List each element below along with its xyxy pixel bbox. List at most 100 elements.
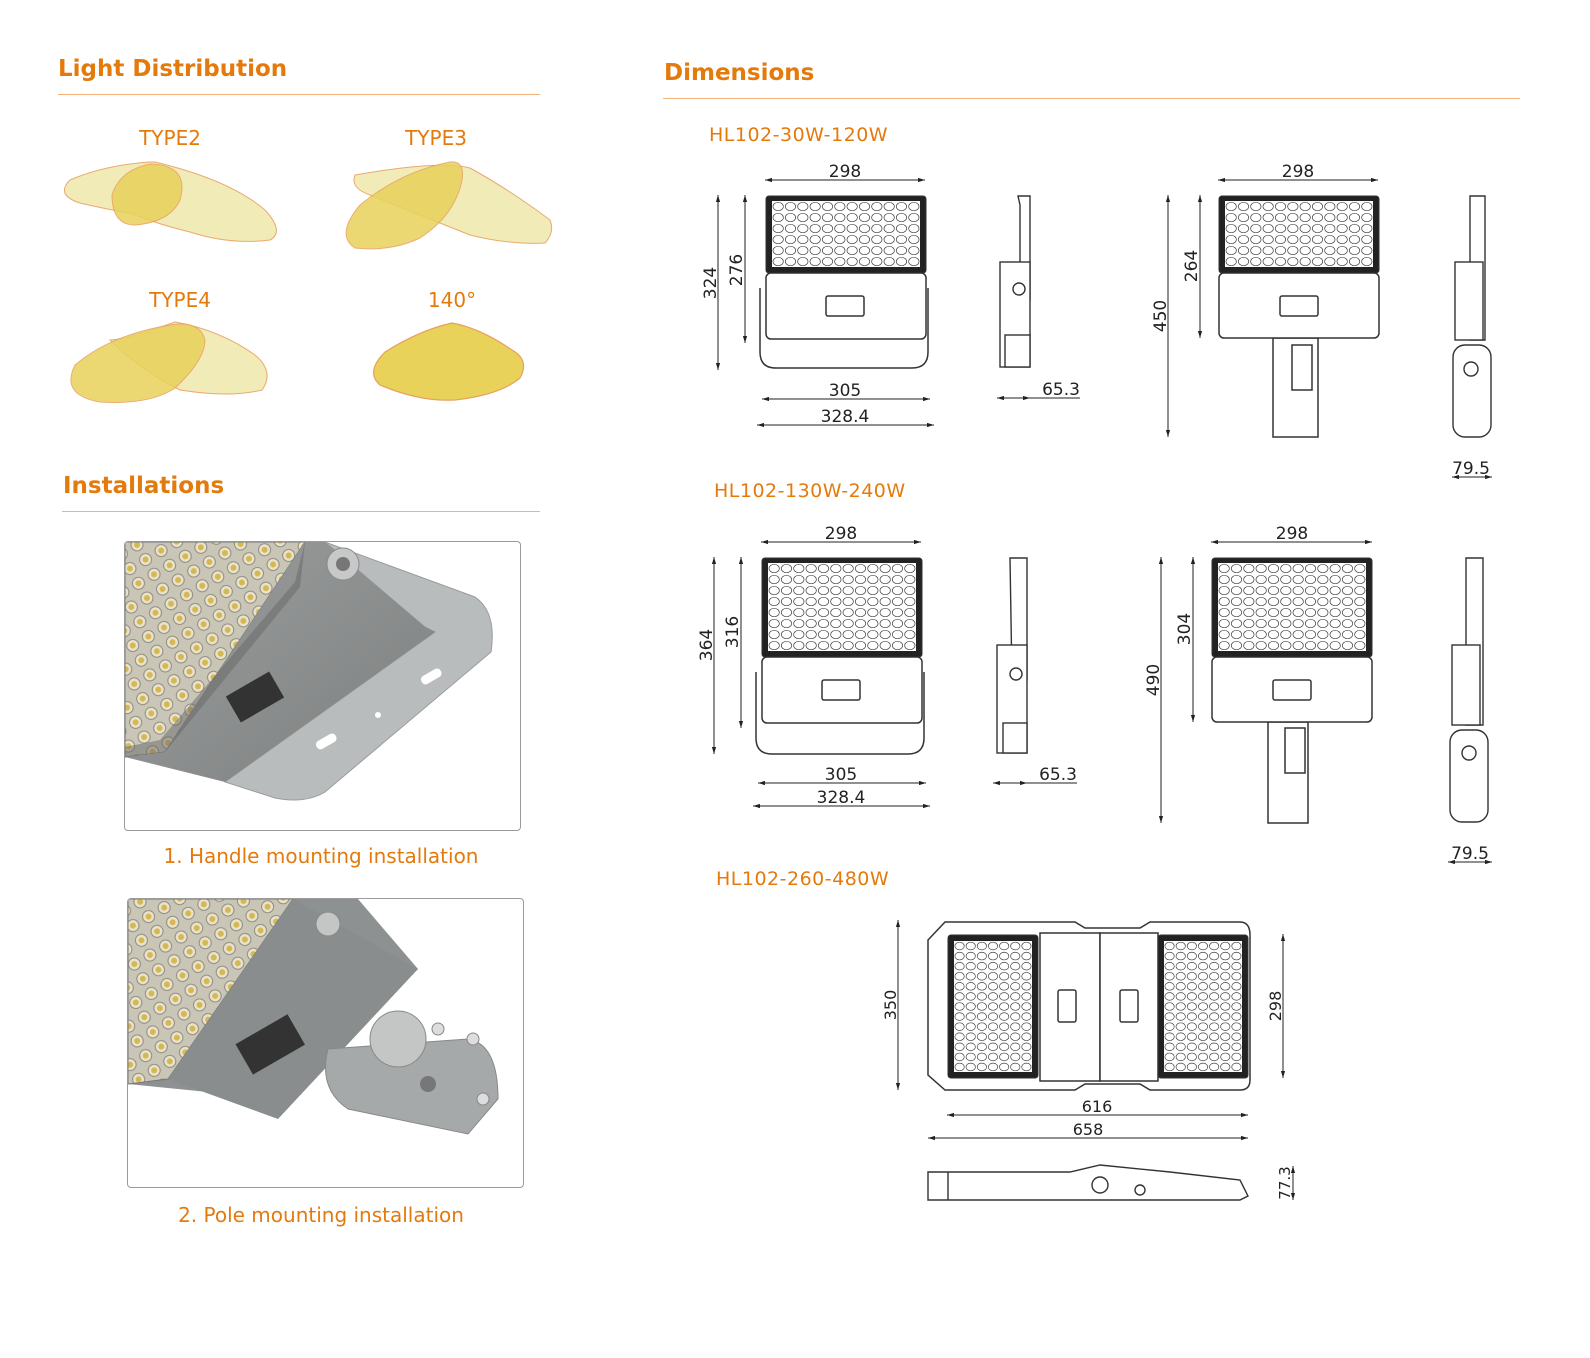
dim-depth: 65.3 (1039, 765, 1077, 785)
led-lens (1164, 1002, 1175, 1011)
led-lens (830, 640, 842, 651)
led-lens (1225, 223, 1237, 234)
led-lens (1164, 1012, 1175, 1021)
led-lens (768, 596, 780, 607)
led-lens (830, 629, 842, 640)
led-lens (830, 585, 842, 596)
led-lens (846, 212, 858, 223)
led-lens (1225, 256, 1237, 267)
led-panel-background (768, 563, 916, 651)
led-lens (1317, 563, 1329, 574)
led-lens (1255, 596, 1267, 607)
led-lens (891, 596, 904, 607)
led-lens (891, 574, 904, 585)
led-lens (883, 245, 895, 256)
installations-heading: Installations (63, 473, 225, 499)
dim-depth: 77.3 (1276, 1166, 1294, 1199)
led-lens (1237, 234, 1250, 245)
led-lens (879, 574, 891, 585)
led-lens (954, 1002, 965, 1011)
led-lens (1218, 574, 1230, 585)
led-lens (830, 618, 842, 629)
led-lens (867, 596, 879, 607)
led-lens (1021, 941, 1032, 951)
led-lens (1186, 1012, 1197, 1021)
led-lens (1255, 640, 1267, 651)
led-lens (883, 212, 895, 223)
led-lens (871, 201, 883, 212)
led-lens (1317, 585, 1329, 596)
led-lens (965, 982, 976, 991)
led-lens (965, 1012, 976, 1021)
model1-pole-front-view (1218, 195, 1380, 438)
led-lens (1317, 640, 1329, 651)
led-lens (1317, 618, 1329, 629)
led-lens (821, 245, 834, 256)
led-lens (976, 1022, 987, 1031)
led-lens (768, 585, 780, 596)
dim-height-body: 264 (1182, 250, 1202, 282)
led-lens (904, 596, 916, 607)
led-lens (1304, 585, 1317, 596)
led-lens (1324, 245, 1336, 256)
led-lens (842, 629, 854, 640)
led-lens (1311, 245, 1324, 256)
led-lens (854, 563, 867, 574)
led-lens (871, 256, 883, 267)
led-lens (1267, 618, 1280, 629)
led-lens (999, 941, 1010, 951)
led-lens (867, 618, 879, 629)
led-lens (821, 256, 834, 267)
led-lens (965, 1052, 976, 1062)
led-lens (1220, 1012, 1231, 1021)
model2-pole-side-view (1449, 557, 1489, 823)
led-lens (805, 607, 817, 618)
led-lens (854, 607, 867, 618)
led-lens (1021, 1062, 1032, 1072)
led-lens (846, 223, 858, 234)
led-lens (1010, 1062, 1021, 1072)
led-lens (1243, 574, 1255, 585)
led-lens (867, 607, 879, 618)
led-lens (1186, 941, 1197, 951)
led-lens (1197, 1032, 1209, 1041)
led-lens (1225, 234, 1237, 245)
led-lens (891, 618, 904, 629)
led-lens (1225, 212, 1237, 223)
led-lens (1225, 245, 1237, 256)
model3-dimension-lines (895, 920, 1296, 1200)
led-lens (1186, 982, 1197, 991)
led-lens (1186, 1032, 1197, 1041)
led-lens (1324, 223, 1336, 234)
model-name-2: HL102-130W-240W (714, 480, 906, 502)
led-lens (1348, 245, 1361, 256)
led-lens (891, 563, 904, 574)
led-lens (809, 212, 821, 223)
led-lens (1010, 1002, 1021, 1011)
led-lens (999, 951, 1010, 961)
led-lens (1267, 574, 1280, 585)
led-lens (805, 640, 817, 651)
140-degree-beam-icon (373, 322, 525, 401)
led-lens (1292, 585, 1304, 596)
led-lens (965, 992, 976, 1001)
led-lens (891, 607, 904, 618)
led-lens (1348, 256, 1361, 267)
led-lens (805, 574, 817, 585)
led-lens (1231, 951, 1242, 961)
led-lens (1329, 618, 1341, 629)
led-lens (895, 234, 908, 245)
led-lens (784, 223, 797, 234)
led-lens (1010, 951, 1021, 961)
led-lens (1262, 223, 1274, 234)
dim-bracket-outer: 328.4 (821, 407, 870, 427)
led-lens (891, 629, 904, 640)
led-lens (1361, 223, 1373, 234)
led-lens (965, 941, 976, 951)
led-lens (999, 962, 1010, 971)
dim-depth: 79.5 (1451, 844, 1489, 864)
led-lens (987, 982, 999, 991)
led-lens (1164, 962, 1175, 971)
led-panel-background (1225, 201, 1373, 267)
